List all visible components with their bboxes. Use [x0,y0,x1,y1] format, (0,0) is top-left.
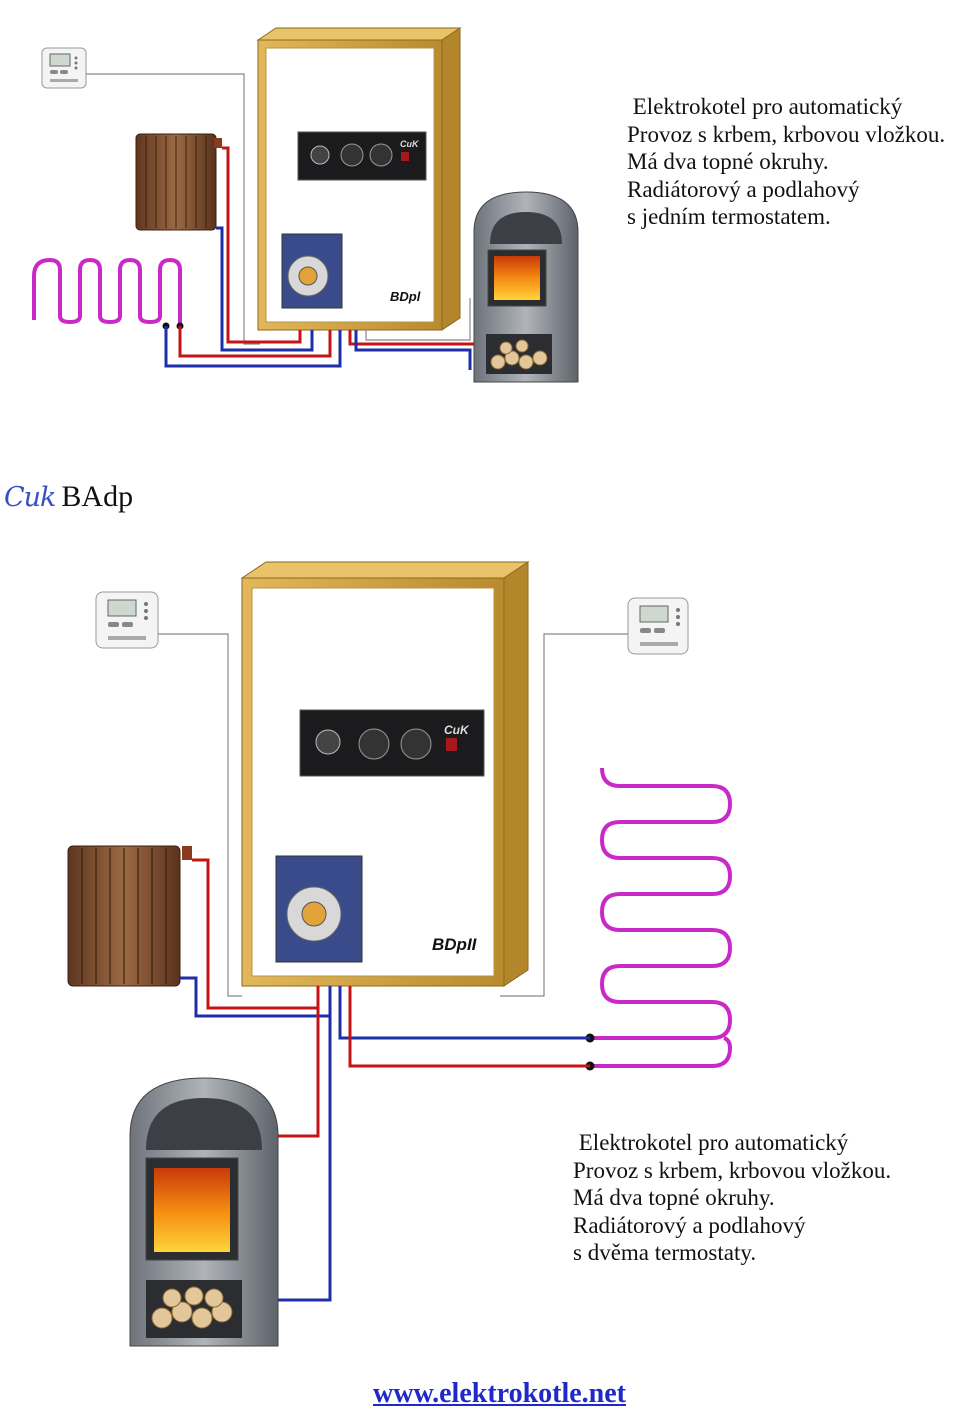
caption-line: s jedním termostatem. [627,204,831,229]
control-panel-icon [297,131,427,181]
caption-line: Elektrokotel pro automatický [627,94,903,119]
radiator-icon [135,133,222,231]
caption-line: Elektrokotel pro automatický [573,1130,849,1155]
brand-logo: CuK [444,723,470,737]
pump-icon [281,233,343,309]
caption-line: Má dva topné okruhy. [627,149,829,174]
boiler-label: BDpl [390,289,421,304]
fireplace-stove-icon [129,1077,279,1347]
pump-icon [275,855,363,963]
boiler: CuK BDpl [256,27,462,331]
radiator-icon [67,845,192,987]
model-name: BAdp [61,480,134,513]
thermostat-icon [41,47,87,89]
control-panel-icon [299,709,485,777]
caption-line: Provoz s krbem, krbovou vložkou. [627,121,946,147]
diagram-bottom: CuK BDpII [67,561,733,1347]
caption-line: Má dva topné okruhy. [573,1185,775,1210]
brand-logo-text: Cuk [4,482,56,513]
caption-line: Provoz s krbem, krbovou vložkou. [573,1157,892,1183]
fireplace-stove-icon [473,191,579,383]
underfloor-coil [32,257,182,326]
underfloor-coil [590,767,733,1068]
website-link[interactable]: www.elektrokotle.net [373,1378,626,1409]
thermostat-icon [95,591,159,649]
caption-line: Radiátorový a podlahový [573,1212,806,1238]
boiler-label: BDpII [432,935,478,954]
thermostat-icon [627,597,689,655]
caption-line: Radiátorový a podlahový [627,176,860,202]
caption-line: s dvěma termostaty. [573,1240,757,1265]
diagram-top: CuK BDpl [32,27,579,383]
boiler: CuK BDpII [240,561,530,987]
brand-logo: CuK [400,139,420,149]
